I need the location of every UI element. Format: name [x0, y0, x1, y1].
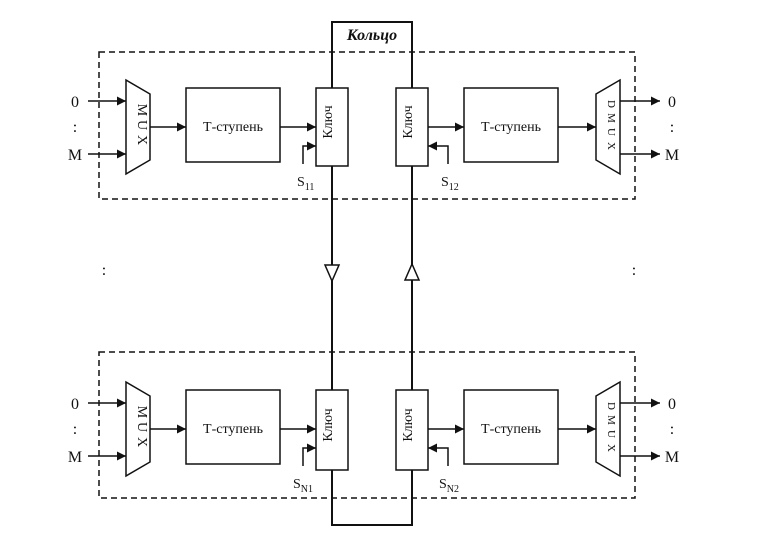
- top-mux-letter-u: U: [134, 120, 149, 130]
- bottom-mux-block: [125, 380, 151, 478]
- top-right-t-stage: [463, 87, 559, 163]
- top-mux-letter-m: M: [134, 104, 149, 117]
- top-output-label-m: M: [665, 147, 679, 164]
- bottom-right-key: [395, 389, 429, 471]
- bottom-left-t-stage-label: Т-ступень: [203, 422, 263, 437]
- bottom-right-key-label: Ключ: [401, 408, 416, 441]
- top-dmux-letter-x: X: [605, 142, 617, 150]
- ring-label-bg: [340, 24, 404, 44]
- down-direction-triangle: [323, 264, 341, 283]
- bottom-left-t-stage: [185, 389, 281, 465]
- top-left-key-label: Ключ: [321, 105, 336, 138]
- top-left-t-stage-label: Т-ступень: [203, 120, 263, 135]
- bottom-dmux-letter-x: X: [605, 444, 617, 452]
- ring-label: Кольцо: [346, 27, 397, 44]
- top-right-key: [395, 87, 429, 167]
- module-top: 0 : M M U X Т-ступень Ключ S11 Ключ S12: [68, 51, 679, 200]
- top-dmux-letter-u: U: [605, 128, 617, 136]
- top-s11-signal-line: [302, 141, 316, 164]
- top-input-label-dots: :: [73, 119, 77, 136]
- bottom-mux-letter-m: M: [134, 406, 149, 419]
- top-right-key-label: Ключ: [401, 105, 416, 138]
- top-s11-label: S11: [297, 175, 314, 193]
- bottom-mux-letter-u: U: [134, 422, 149, 432]
- bottom-right-t-stage-label: Т-ступень: [481, 422, 541, 437]
- bottom-dmux-letter-m: M: [605, 415, 617, 425]
- bottom-input-label-dots: :: [73, 421, 77, 438]
- module-bottom-boundary: [98, 351, 636, 499]
- bottom-mux-letter-x: X: [134, 437, 149, 447]
- bottom-dmux-block: [595, 380, 621, 478]
- top-left-key: [315, 87, 349, 167]
- top-output-label-0: 0: [668, 94, 676, 111]
- bottom-sn2-label: SN2: [439, 477, 459, 495]
- top-left-t-stage: [185, 87, 281, 163]
- top-input-label-m: M: [68, 147, 82, 164]
- top-dmux-letter-d: D: [605, 100, 617, 108]
- bottom-input-label-0: 0: [71, 396, 79, 413]
- vdots-right: :: [632, 262, 636, 279]
- bottom-output-label-m: M: [665, 449, 679, 466]
- bottom-output-label-dots: :: [670, 421, 674, 438]
- module-top-boundary: [98, 51, 636, 200]
- bottom-left-key: [315, 389, 349, 471]
- module-bottom: 0 : M M U X Т-ступень Ключ SN1 Ключ SN2: [68, 351, 679, 499]
- bottom-sn1-signal-line: [302, 443, 316, 466]
- top-right-t-stage-label: Т-ступень: [481, 120, 541, 135]
- top-input-label-0: 0: [71, 94, 79, 111]
- vdots-left: :: [102, 262, 106, 279]
- bottom-dmux-letter-u: U: [605, 430, 617, 438]
- ring-top-link: [331, 21, 413, 88]
- bottom-sn1-label: SN1: [293, 477, 313, 495]
- bottom-right-t-stage: [463, 389, 559, 465]
- bottom-left-key-label: Ключ: [321, 408, 336, 441]
- top-dmux-block: [595, 78, 621, 176]
- top-dmux-letter-m: M: [605, 113, 617, 123]
- bottom-output-label-0: 0: [668, 396, 676, 413]
- top-mux-block: [125, 78, 151, 176]
- top-s12-label: S12: [441, 175, 459, 193]
- up-direction-triangle: [403, 262, 421, 281]
- top-s12-signal-line: [428, 141, 449, 164]
- bottom-input-label-m: M: [68, 449, 82, 466]
- top-output-label-dots: :: [670, 119, 674, 136]
- bottom-dmux-letter-d: D: [605, 402, 617, 410]
- top-mux-letter-x: X: [134, 135, 149, 145]
- bottom-sn2-signal-line: [428, 443, 449, 466]
